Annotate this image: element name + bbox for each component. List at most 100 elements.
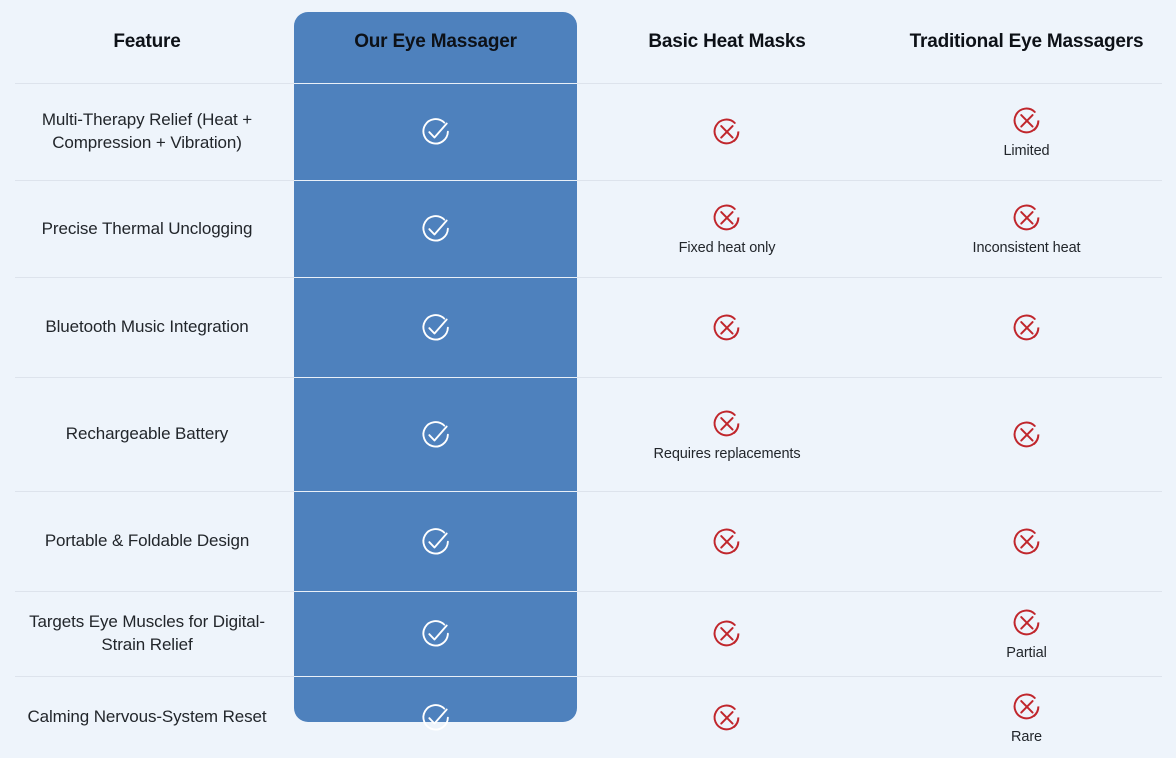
cell-our-eye-massager — [294, 84, 577, 181]
cell-content — [294, 700, 577, 736]
cell-basic-heat-masks: Requires replacements — [577, 378, 877, 492]
cell-content: Inconsistent heat — [877, 200, 1176, 257]
cross-circle-icon — [709, 406, 745, 442]
cross-circle-icon — [1009, 310, 1045, 346]
check-circle-icon — [418, 616, 454, 652]
cell-feature: Calming Nervous-System Reset — [0, 677, 294, 758]
check-circle-icon — [418, 417, 454, 453]
cross-circle-icon — [1009, 605, 1045, 641]
feature-label: Calming Nervous-System Reset — [0, 706, 294, 729]
check-circle-icon — [418, 524, 454, 560]
comparison-table-container: Feature Our Eye Massager Basic Heat Mask… — [0, 0, 1176, 737]
cell-content: Limited — [877, 103, 1176, 160]
table-row: Portable & Foldable Design — [0, 492, 1176, 592]
cell-content — [294, 114, 577, 150]
cross-circle-icon — [709, 114, 745, 150]
feature-label: Portable & Foldable Design — [0, 530, 294, 553]
cell-note: Partial — [1006, 645, 1046, 662]
cell-basic-heat-masks — [577, 492, 877, 592]
table-body: Multi-Therapy Relief (Heat + Compression… — [0, 84, 1176, 758]
cell-feature: Bluetooth Music Integration — [0, 278, 294, 378]
cell-basic-heat-masks — [577, 592, 877, 677]
column-header-basic-heat-masks: Basic Heat Masks — [577, 0, 877, 84]
cross-circle-icon — [1009, 524, 1045, 560]
cell-content: Rare — [877, 689, 1176, 746]
column-header-feature: Feature — [0, 0, 294, 84]
cell-note: Fixed heat only — [679, 240, 776, 257]
cell-feature: Portable & Foldable Design — [0, 492, 294, 592]
cell-traditional-eye-massagers: Rare — [877, 677, 1176, 758]
table-row: Targets Eye Muscles for Digital-Strain R… — [0, 592, 1176, 677]
column-header-our-eye-massager: Our Eye Massager — [294, 0, 577, 84]
cell-traditional-eye-massagers — [877, 278, 1176, 378]
cell-our-eye-massager — [294, 378, 577, 492]
cell-basic-heat-masks — [577, 677, 877, 758]
cell-traditional-eye-massagers — [877, 378, 1176, 492]
cross-circle-icon — [709, 310, 745, 346]
cell-feature: Multi-Therapy Relief (Heat + Compression… — [0, 84, 294, 181]
cell-content — [294, 616, 577, 652]
cross-circle-icon — [709, 616, 745, 652]
cell-content — [577, 700, 877, 736]
cell-note: Inconsistent heat — [973, 240, 1081, 257]
feature-label: Bluetooth Music Integration — [0, 316, 294, 339]
feature-label: Multi-Therapy Relief (Heat + Compression… — [0, 109, 294, 155]
header-row: Feature Our Eye Massager Basic Heat Mask… — [0, 0, 1176, 84]
cell-content — [294, 211, 577, 247]
cell-content: Fixed heat only — [577, 200, 877, 257]
cell-our-eye-massager — [294, 492, 577, 592]
cell-content — [294, 524, 577, 560]
cell-content — [294, 310, 577, 346]
check-circle-icon — [418, 310, 454, 346]
cross-circle-icon — [1009, 103, 1045, 139]
cell-content — [577, 524, 877, 560]
check-circle-icon — [418, 700, 454, 736]
cell-our-eye-massager — [294, 592, 577, 677]
cell-content: Requires replacements — [577, 406, 877, 463]
cell-our-eye-massager — [294, 677, 577, 758]
feature-label: Rechargeable Battery — [0, 423, 294, 446]
cell-content — [877, 310, 1176, 346]
cell-our-eye-massager — [294, 278, 577, 378]
right-gutter — [1162, 0, 1176, 737]
check-circle-icon — [418, 211, 454, 247]
cell-content — [877, 417, 1176, 453]
cell-traditional-eye-massagers: Inconsistent heat — [877, 181, 1176, 278]
table-row: Bluetooth Music Integration — [0, 278, 1176, 378]
cell-feature: Targets Eye Muscles for Digital-Strain R… — [0, 592, 294, 677]
cell-feature: Precise Thermal Unclogging — [0, 181, 294, 278]
cell-basic-heat-masks: Fixed heat only — [577, 181, 877, 278]
cross-circle-icon — [1009, 200, 1045, 236]
cell-note: Limited — [1003, 143, 1049, 160]
cell-content — [577, 310, 877, 346]
table-row: Multi-Therapy Relief (Heat + Compression… — [0, 84, 1176, 181]
cell-note: Rare — [1011, 729, 1042, 746]
check-circle-icon — [418, 114, 454, 150]
table-header: Feature Our Eye Massager Basic Heat Mask… — [0, 0, 1176, 84]
cell-traditional-eye-massagers: Partial — [877, 592, 1176, 677]
cell-traditional-eye-massagers — [877, 492, 1176, 592]
cell-content — [577, 616, 877, 652]
feature-label: Targets Eye Muscles for Digital-Strain R… — [0, 611, 294, 657]
column-header-traditional-eye-massagers: Traditional Eye Massagers — [877, 0, 1176, 84]
cell-content: Partial — [877, 605, 1176, 662]
cell-traditional-eye-massagers: Limited — [877, 84, 1176, 181]
cross-circle-icon — [709, 200, 745, 236]
cross-circle-icon — [1009, 417, 1045, 453]
cell-content — [294, 417, 577, 453]
feature-label: Precise Thermal Unclogging — [0, 218, 294, 241]
cross-circle-icon — [709, 700, 745, 736]
cell-content — [577, 114, 877, 150]
left-gutter — [0, 0, 15, 737]
cell-our-eye-massager — [294, 181, 577, 278]
cell-feature: Rechargeable Battery — [0, 378, 294, 492]
cell-basic-heat-masks — [577, 278, 877, 378]
cross-circle-icon — [709, 524, 745, 560]
cell-content — [877, 524, 1176, 560]
cross-circle-icon — [1009, 689, 1045, 725]
cell-note: Requires replacements — [654, 446, 801, 463]
